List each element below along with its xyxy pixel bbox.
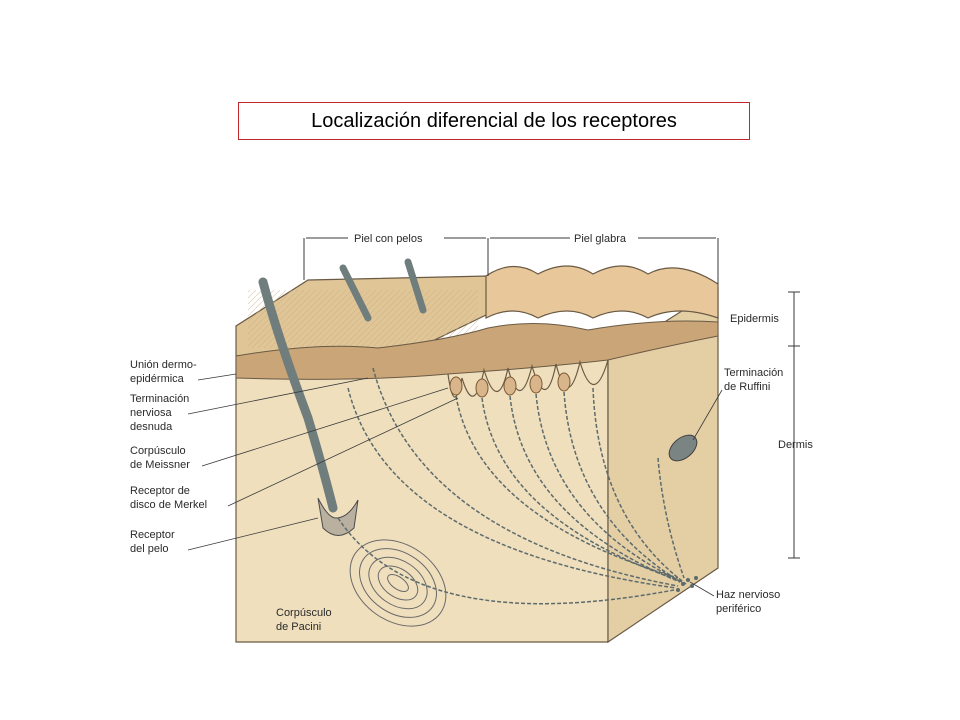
label-hair-receptor-1: Receptor xyxy=(130,529,175,541)
label-hairy-skin: Piel con pelos xyxy=(354,233,423,245)
label-meissner-1: Corpúsculo xyxy=(130,445,186,457)
label-ruffini-1: Terminación xyxy=(724,367,783,379)
skin-receptors-diagram: Piel con pelos Piel glabra Epidermis Der… xyxy=(118,218,848,666)
label-free-nerve-3: desnuda xyxy=(130,421,173,433)
label-glabrous-skin: Piel glabra xyxy=(574,233,627,245)
label-free-nerve-1: Terminación xyxy=(130,393,189,405)
hair-shaft-2 xyxy=(339,264,372,322)
label-nerve-bundle-2: periférico xyxy=(716,603,761,615)
hair-shaft-3 xyxy=(404,258,427,314)
label-junction-2: epidérmica xyxy=(130,373,185,385)
label-dermis: Dermis xyxy=(778,439,813,451)
meissner-corpuscles xyxy=(449,372,571,398)
right-brackets xyxy=(788,291,800,559)
label-junction-1: Unión dermo- xyxy=(130,359,197,371)
label-ruffini-2: de Ruffini xyxy=(724,381,770,393)
pacinian-corpuscle xyxy=(349,539,447,627)
epidermis-glabrous xyxy=(485,265,719,319)
label-pacini-1: Corpúsculo xyxy=(276,607,332,619)
label-merkel-2: disco de Merkel xyxy=(130,499,207,511)
nerve-bundle xyxy=(676,576,698,592)
top-brackets xyxy=(303,237,719,284)
label-meissner-2: de Meissner xyxy=(130,459,190,471)
label-free-nerve-2: nerviosa xyxy=(130,407,172,419)
dermis-front xyxy=(235,357,609,643)
hair-follicle xyxy=(317,497,359,536)
hair-shaft-1 xyxy=(258,277,338,513)
slide-title: Localización diferencial de los receptor… xyxy=(238,102,750,140)
label-nerve-bundle-1: Haz nervioso xyxy=(716,589,780,601)
ruffini-ending xyxy=(668,434,698,462)
nerve-fibers xyxy=(337,367,687,605)
label-hair-receptor-2: del pelo xyxy=(130,543,169,555)
label-pacini-2: de Pacini xyxy=(276,621,321,633)
label-merkel-1: Receptor de xyxy=(130,485,190,497)
label-epidermis: Epidermis xyxy=(730,313,779,325)
